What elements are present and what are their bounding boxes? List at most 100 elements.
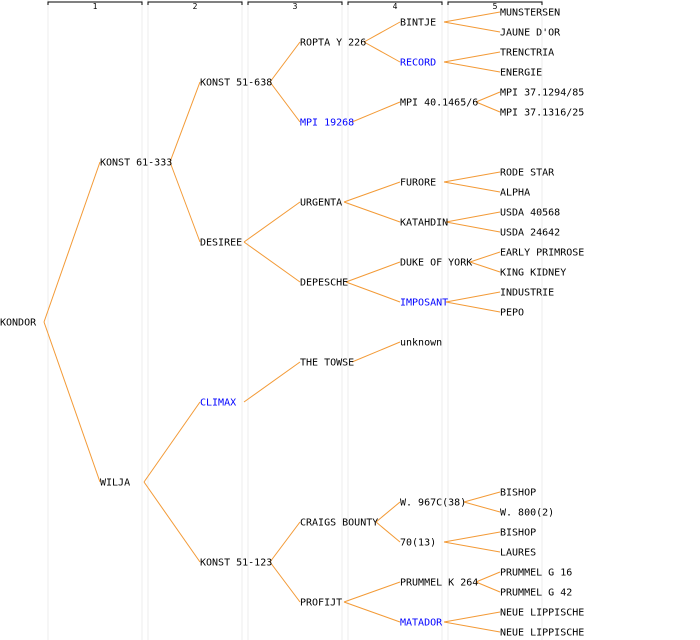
generation-number: 5 <box>493 2 498 11</box>
pedigree-node: KATAHDIN <box>400 218 448 229</box>
pedigree-node: URGENTA <box>300 198 342 209</box>
pedigree-node[interactable]: CLIMAX <box>200 398 236 409</box>
pedigree-labels: KONDOR KONST 61-333 KONST 51-638 ROPTA Y 22… <box>0 8 584 639</box>
pedigree-edge <box>343 201 401 223</box>
pedigree-node[interactable]: IMPOSANT <box>400 298 448 309</box>
pedigree-edge <box>475 581 501 593</box>
pedigree-edge <box>351 101 401 123</box>
generation-number: 4 <box>393 2 398 11</box>
pedigree-node: MPI 37.1316/25 <box>500 108 584 119</box>
pedigree-node: W. 800(2) <box>500 508 554 519</box>
pedigree-edges <box>43 11 501 633</box>
pedigree-node: USDA 40568 <box>500 208 560 219</box>
pedigree-node: MPI 40.1465/6 <box>400 98 478 109</box>
pedigree-node: W. 967C(38) <box>400 498 466 509</box>
pedigree-node[interactable]: MPI 19268 <box>300 118 354 129</box>
pedigree-edge <box>469 261 501 273</box>
pedigree-edge <box>443 171 501 183</box>
pedigree-edge <box>375 501 401 523</box>
pedigree-edge <box>443 61 501 73</box>
pedigree-node: LAURES <box>500 548 536 559</box>
pedigree-edge <box>443 181 501 193</box>
pedigree-edge <box>345 261 401 283</box>
pedigree-node: PROFIJT <box>300 598 342 609</box>
pedigree-edge <box>445 301 501 313</box>
pedigree-edge <box>169 161 201 243</box>
pedigree-node: ALPHA <box>500 188 530 199</box>
pedigree-edge <box>375 521 401 543</box>
pedigree-node: 70(13) <box>400 538 436 549</box>
pedigree-node: BISHOP <box>500 488 536 499</box>
pedigree-edge <box>463 501 501 513</box>
pedigree-edge <box>143 401 201 483</box>
pedigree-node: KONST 51-638 <box>200 78 272 89</box>
pedigree-node: RODE STAR <box>500 168 555 179</box>
pedigree-edge <box>269 521 301 563</box>
generation-number: 1 <box>93 2 98 11</box>
pedigree-node: MUNSTERSEN <box>500 8 560 19</box>
pedigree-node: ROPTA Y 226 <box>300 38 366 49</box>
pedigree-edge <box>443 541 501 553</box>
pedigree-edge <box>351 341 401 363</box>
pedigree-edge <box>43 161 101 323</box>
pedigree-node: unknown <box>400 338 442 349</box>
pedigree-edge <box>243 361 301 403</box>
pedigree-edge <box>463 491 501 503</box>
pedigree-edge <box>169 81 201 163</box>
pedigree-node: PRUMMEL G 16 <box>500 568 572 579</box>
pedigree-node[interactable]: MATADOR <box>400 618 443 629</box>
generation-header-bracket <box>147 1 243 5</box>
pedigree-node: KONST 61-333 <box>100 158 172 169</box>
pedigree-node: DUKE OF YORK <box>400 258 472 269</box>
pedigree-edge <box>445 211 501 223</box>
pedigree-edge <box>443 51 501 63</box>
pedigree-node: USDA 24642 <box>500 228 560 239</box>
pedigree-node: PRUMMEL G 42 <box>500 588 572 599</box>
pedigree-node: KONST 51-123 <box>200 558 272 569</box>
pedigree-edge <box>363 41 401 63</box>
pedigree-node: BINTJE <box>400 18 436 29</box>
pedigree-edge <box>243 201 301 243</box>
generation-header-bracket <box>447 1 543 5</box>
pedigree-edge <box>475 91 501 103</box>
pedigree-node: JAUNE D'OR <box>500 28 561 39</box>
pedigree-edge <box>343 601 401 623</box>
pedigree-edge <box>269 81 301 123</box>
generation-number: 3 <box>293 2 298 11</box>
pedigree-edge <box>43 321 101 483</box>
pedigree-node: THE TOWSE <box>300 358 354 369</box>
pedigree-edge <box>445 291 501 303</box>
pedigree-edge <box>243 241 301 283</box>
pedigree-node: PRUMMEL K 264 <box>400 578 478 589</box>
pedigree-edge <box>475 571 501 583</box>
pedigree-node: NEUE LIPPISCHE <box>500 628 584 639</box>
pedigree-node: ENERGIE <box>500 68 542 79</box>
pedigree-edge <box>269 561 301 603</box>
pedigree-edge <box>469 251 501 263</box>
pedigree-edge <box>143 481 201 563</box>
pedigree-node: PEPO <box>500 308 524 319</box>
pedigree-edge <box>475 101 501 113</box>
pedigree-edge <box>443 621 501 633</box>
pedigree-edge <box>343 181 401 203</box>
pedigree-edge <box>443 11 501 23</box>
pedigree-node: CRAIGS BOUNTY <box>300 518 378 529</box>
pedigree-node: KING KIDNEY <box>500 268 566 279</box>
pedigree-node: BISHOP <box>500 528 536 539</box>
pedigree-node: FURORE <box>400 178 436 189</box>
generation-header-bracket <box>47 1 143 5</box>
pedigree-edge <box>443 611 501 623</box>
pedigree-node: MPI 37.1294/85 <box>500 88 584 99</box>
pedigree-node: DESIREE <box>200 238 242 249</box>
pedigree-node: NEUE LIPPISCHE <box>500 608 584 619</box>
pedigree-edge <box>443 531 501 543</box>
pedigree-edge <box>269 41 301 83</box>
pedigree-root: KONDOR <box>0 318 37 329</box>
pedigree-node: WILJA <box>100 478 130 489</box>
pedigree-node: DEPESCHE <box>300 278 348 289</box>
pedigree-node[interactable]: RECORD <box>400 58 436 69</box>
generation-header-bracket <box>347 1 443 5</box>
pedigree-node: INDUSTRIE <box>500 288 554 299</box>
